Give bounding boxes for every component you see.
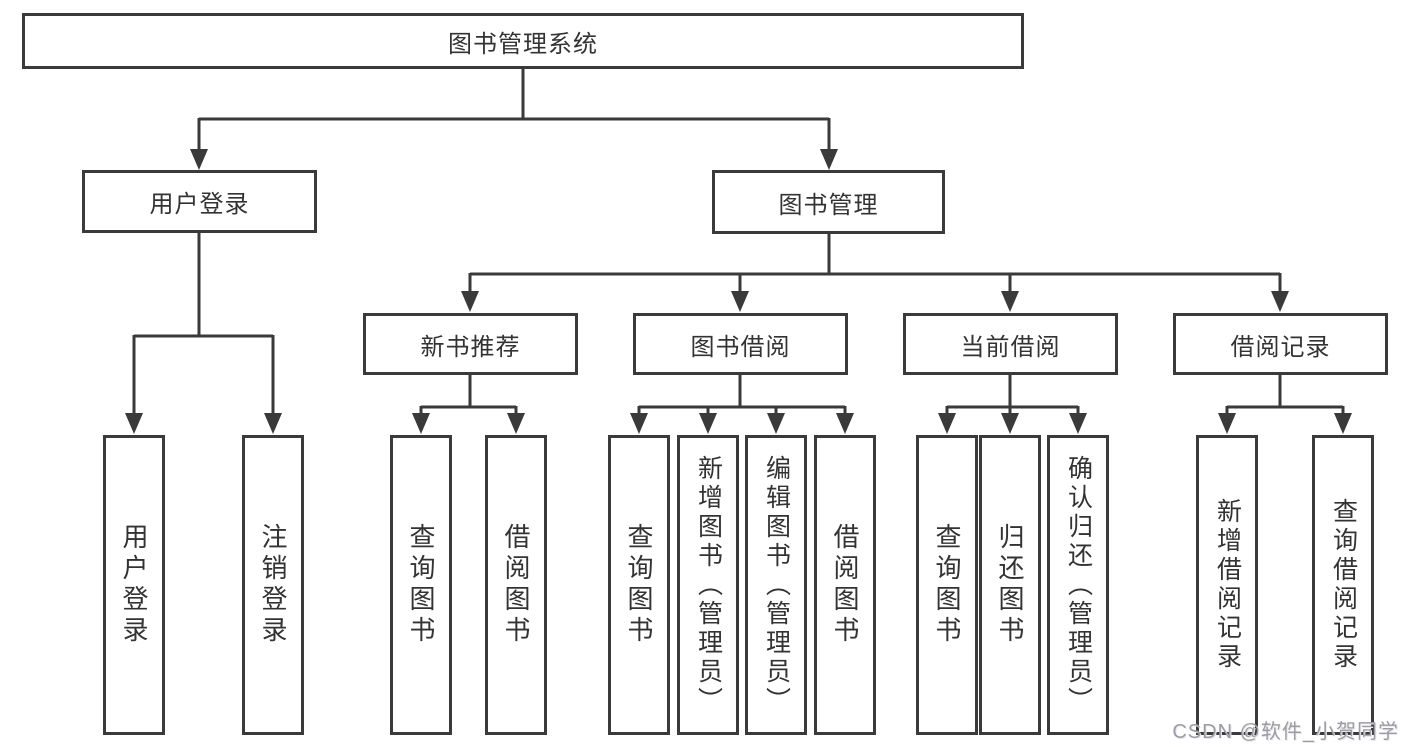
node-book-management: 图书管理 xyxy=(712,170,945,234)
leaf-query-books-current-label: 查询图书 xyxy=(932,523,962,647)
node-borrowing-records: 借阅记录 xyxy=(1173,313,1388,375)
leaf-user-login: 用户登录 xyxy=(103,435,165,735)
node-book-management-label: 图书管理 xyxy=(778,191,879,219)
leaf-borrow-books-borrowing-label: 借阅图书 xyxy=(830,523,860,647)
csdn-watermark: CSDN @软件_小贺同学 xyxy=(1172,721,1399,743)
leaf-return-books-label: 归还图书 xyxy=(995,523,1025,647)
leaf-borrow-books-borrowing: 借阅图书 xyxy=(814,435,876,735)
leaf-logout-label: 注销登录 xyxy=(258,523,288,647)
node-book-borrowing: 图书借阅 xyxy=(633,313,848,375)
node-library-system-label: 图书管理系统 xyxy=(448,30,598,58)
leaf-query-books-current: 查询图书 xyxy=(916,435,978,735)
node-borrowing-records-label: 借阅记录 xyxy=(1230,333,1331,361)
node-current-borrowing: 当前借阅 xyxy=(903,313,1118,375)
node-current-borrowing-label: 当前借阅 xyxy=(960,333,1061,361)
node-new-book-recommend-label: 新书推荐 xyxy=(420,333,521,361)
leaf-borrow-books-recommend: 借阅图书 xyxy=(485,435,547,735)
leaf-query-books-recommend: 查询图书 xyxy=(390,435,452,735)
leaf-query-borrow-record: 查询借阅记录 xyxy=(1312,435,1374,735)
leaf-borrow-books-recommend-label: 借阅图书 xyxy=(501,523,531,647)
leaf-edit-books-admin: 编辑图书（管理员） xyxy=(745,435,807,735)
leaf-add-borrow-record: 新增借阅记录 xyxy=(1196,435,1258,735)
leaf-query-books-borrowing-label: 查询图书 xyxy=(624,523,654,647)
node-user-login-label: 用户登录 xyxy=(149,191,250,218)
node-user-login: 用户登录 xyxy=(82,170,317,233)
leaf-confirm-return-admin: 确认归还（管理员） xyxy=(1047,435,1109,735)
leaf-add-books-admin: 新增图书（管理员） xyxy=(677,435,739,735)
leaf-confirm-return-admin-label: 确认归还（管理员） xyxy=(1064,454,1093,716)
leaf-query-books-recommend-label: 查询图书 xyxy=(406,523,436,647)
leaf-return-books: 归还图书 xyxy=(979,435,1041,735)
leaf-query-borrow-record-label: 查询借阅记录 xyxy=(1329,498,1358,672)
node-library-system: 图书管理系统 xyxy=(22,13,1024,69)
leaf-query-books-borrowing: 查询图书 xyxy=(608,435,670,735)
leaf-user-login-label: 用户登录 xyxy=(119,523,149,647)
leaf-add-books-admin-label: 新增图书（管理员） xyxy=(694,454,723,716)
node-book-borrowing-label: 图书借阅 xyxy=(690,333,791,361)
node-new-book-recommend: 新书推荐 xyxy=(363,313,578,375)
leaf-logout: 注销登录 xyxy=(242,435,304,735)
leaf-add-borrow-record-label: 新增借阅记录 xyxy=(1213,498,1242,672)
leaf-edit-books-admin-label: 编辑图书（管理员） xyxy=(762,454,791,716)
